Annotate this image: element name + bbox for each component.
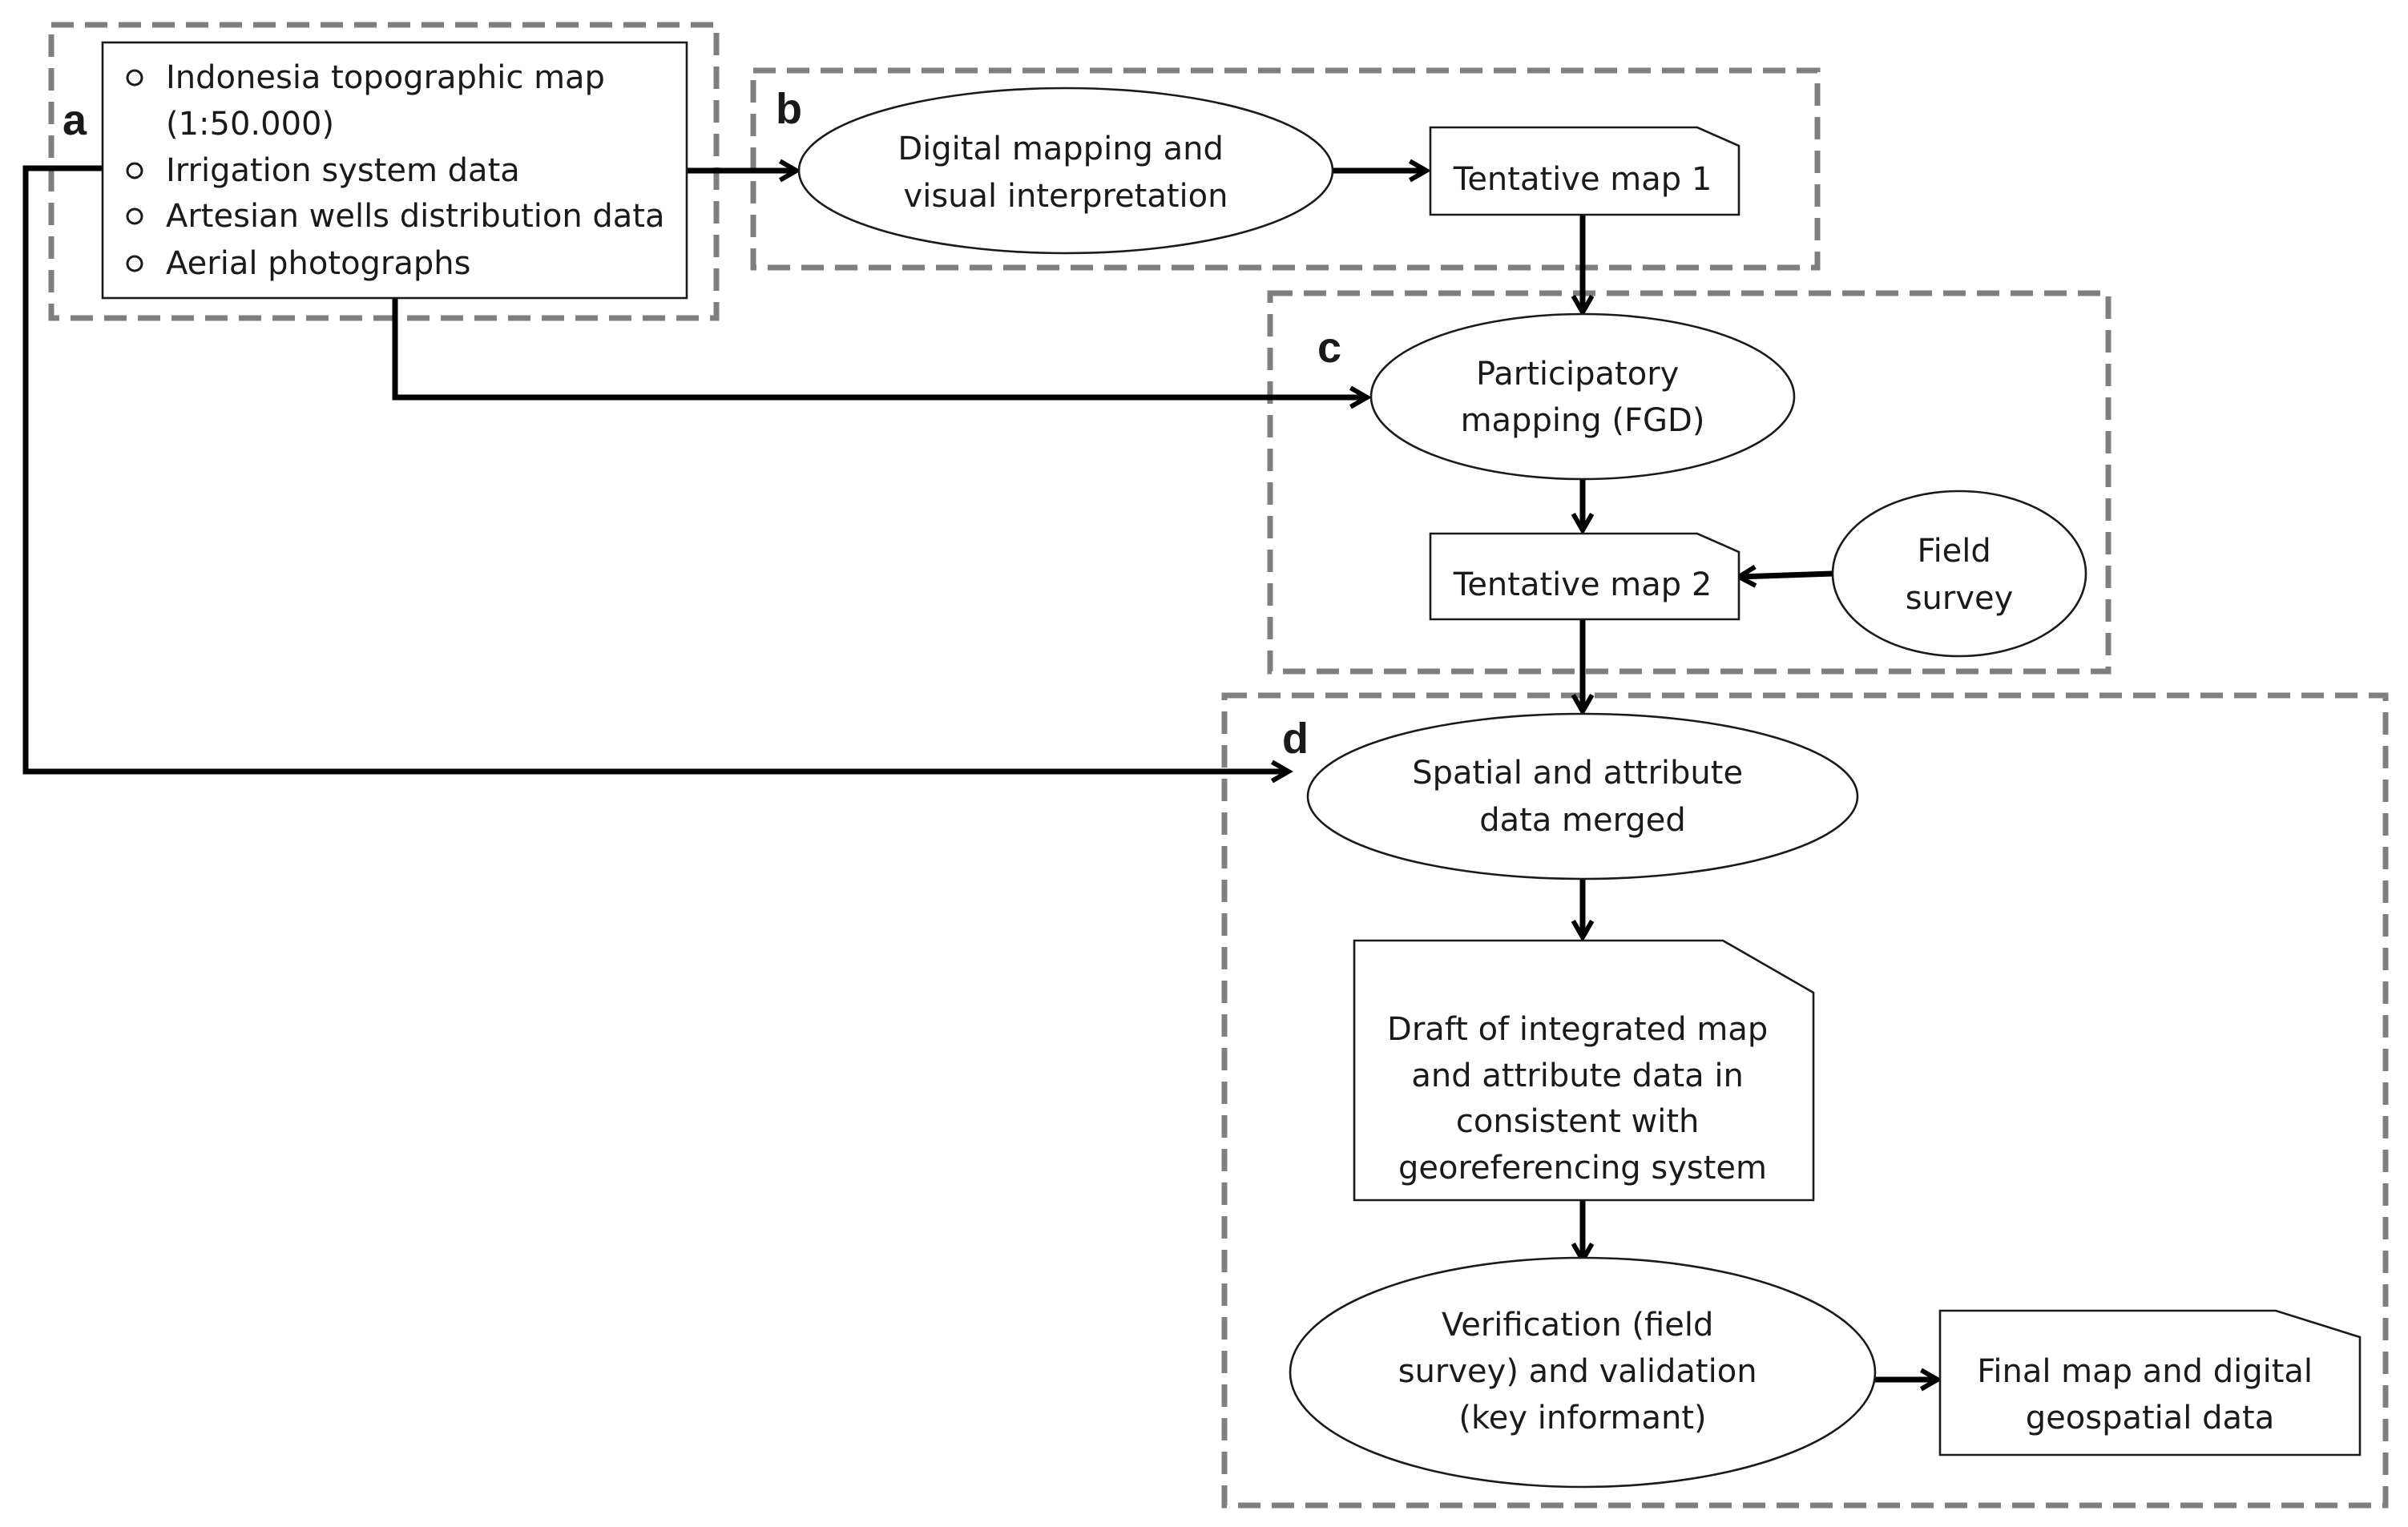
digital-mapping-ellipse [797,87,1334,255]
group-d-boundary [1221,692,2389,1509]
verification-ellipse [1289,1256,1877,1489]
input-item-topographic-map: Indonesia topographic map (1:50.000) [166,59,615,143]
verification-text: Verification (field survey) and validati… [1398,1307,1768,1436]
digital-mapping-text: Digital mapping and visual interpretatio… [897,131,1233,215]
data-inputs-box [101,41,688,300]
bullet-icon [126,255,143,272]
bullet-icon [126,162,143,179]
bullet-icon [126,69,143,87]
input-item-aerial-photographs: Aerial photographs [166,245,470,282]
input-item-artesian-wells: Artesian wells distribution data [166,198,665,235]
spatial-merge-text: Spatial and attribute data merged [1412,755,1753,839]
draft-map-doc [1353,939,1815,1202]
group-c-boundary [1267,290,2112,675]
section-label-c: c [1317,324,1341,372]
bullet-icon [126,207,143,225]
tentative-map-2-doc [1429,532,1740,621]
field-survey-ellipse [1831,490,2087,658]
section-label-a: a [63,96,87,144]
section-label-d: d [1282,715,1309,763]
final-map-text: Final map and digital geospatial data [1977,1353,2323,1436]
connector-field-survey-to-tentative-2 [1734,565,1833,588]
connector-inputs-to-participatory [392,298,1372,409]
final-map-doc [1938,1309,2362,1456]
field-survey-text: Field survey [1906,533,2014,617]
connector-inputs-to-final-merge [22,165,1293,784]
spatial-merge-ellipse [1306,712,1859,880]
tentative-map-1-text: Tentative map 1 [1453,161,1712,198]
participatory-mapping-text: Participatory mapping (FGD) [1461,356,1705,439]
tentative-map-2-text: Tentative map 2 [1453,566,1712,603]
tentative-map-1-doc [1429,126,1740,216]
participatory-mapping-ellipse [1369,312,1796,481]
section-label-b: b [776,85,802,133]
draft-map-text: Draft of integrated map and attribute da… [1387,1011,1778,1187]
input-item-irrigation: Irrigation system data [166,152,520,189]
